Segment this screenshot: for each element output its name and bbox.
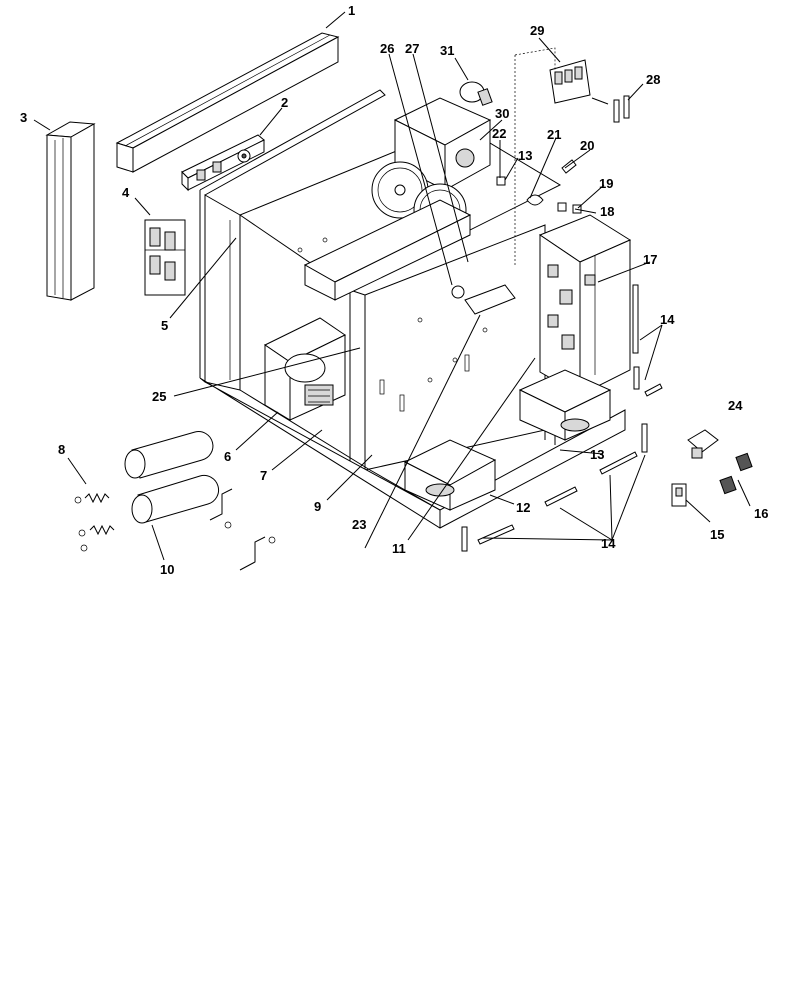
callout-6: 6 bbox=[224, 449, 231, 464]
part-15-clamp bbox=[671, 483, 687, 507]
callout-23: 23 bbox=[352, 517, 366, 532]
callout-8: 8 bbox=[58, 442, 65, 457]
part-16-connectors bbox=[719, 452, 753, 495]
part-23-transformer bbox=[403, 439, 497, 511]
part-6-fan-motor bbox=[264, 317, 346, 421]
callout-22: 22 bbox=[492, 126, 506, 141]
callout-25: 25 bbox=[152, 389, 166, 404]
callout-11: 11 bbox=[392, 541, 406, 556]
callout-26: 26 bbox=[380, 41, 394, 56]
callout-13-top: 13 bbox=[518, 148, 532, 163]
part-4-terminal-blocks bbox=[144, 219, 186, 296]
callout-19: 19 bbox=[599, 176, 613, 191]
callout-9: 9 bbox=[314, 499, 321, 514]
callout-12: 12 bbox=[516, 500, 530, 515]
part-8-spring-connectors bbox=[74, 492, 115, 552]
callout-16: 16 bbox=[754, 506, 768, 521]
callout-29: 29 bbox=[530, 23, 544, 38]
callout-20: 20 bbox=[580, 138, 594, 153]
part-30-motor-box bbox=[393, 97, 492, 191]
callout-10: 10 bbox=[160, 562, 174, 577]
part-28-fuses bbox=[591, 95, 630, 123]
part-17-control-board bbox=[538, 214, 632, 396]
right-transformer bbox=[518, 369, 612, 441]
callout-2: 2 bbox=[281, 95, 288, 110]
callout-17: 17 bbox=[643, 252, 657, 267]
callout-18: 18 bbox=[600, 204, 614, 219]
part-24-plug bbox=[687, 429, 719, 459]
callout-7: 7 bbox=[260, 468, 267, 483]
callout-labels: 1 2 3 4 5 6 7 8 9 10 11 12 13 13 14 14 1… bbox=[20, 3, 768, 577]
callout-21: 21 bbox=[547, 127, 561, 142]
callout-14-bottom: 14 bbox=[601, 536, 616, 551]
callout-31: 31 bbox=[440, 43, 454, 58]
callout-4: 4 bbox=[122, 185, 130, 200]
callout-13-bottom: 13 bbox=[590, 447, 604, 462]
callout-3: 3 bbox=[20, 110, 27, 125]
callout-1: 1 bbox=[348, 3, 355, 18]
callout-15: 15 bbox=[710, 527, 724, 542]
part-31-lamp bbox=[459, 81, 493, 106]
part-11-component bbox=[451, 284, 516, 315]
callout-5: 5 bbox=[161, 318, 168, 333]
part-14-strips bbox=[461, 284, 663, 552]
leader-lines bbox=[33, 11, 751, 561]
part-1-top-cover bbox=[115, 32, 340, 173]
callout-27: 27 bbox=[405, 41, 419, 56]
part-3-duct bbox=[45, 121, 96, 301]
callout-24: 24 bbox=[728, 398, 743, 413]
callout-14-right: 14 bbox=[660, 312, 675, 327]
part-29-terminal-block bbox=[514, 47, 591, 265]
upper-housing bbox=[303, 199, 472, 301]
capacitor-brackets bbox=[209, 488, 276, 571]
callout-28: 28 bbox=[646, 72, 660, 87]
callout-30: 30 bbox=[495, 106, 509, 121]
part-10-capacitors bbox=[124, 431, 220, 524]
part-2-switch-assembly bbox=[181, 134, 265, 192]
